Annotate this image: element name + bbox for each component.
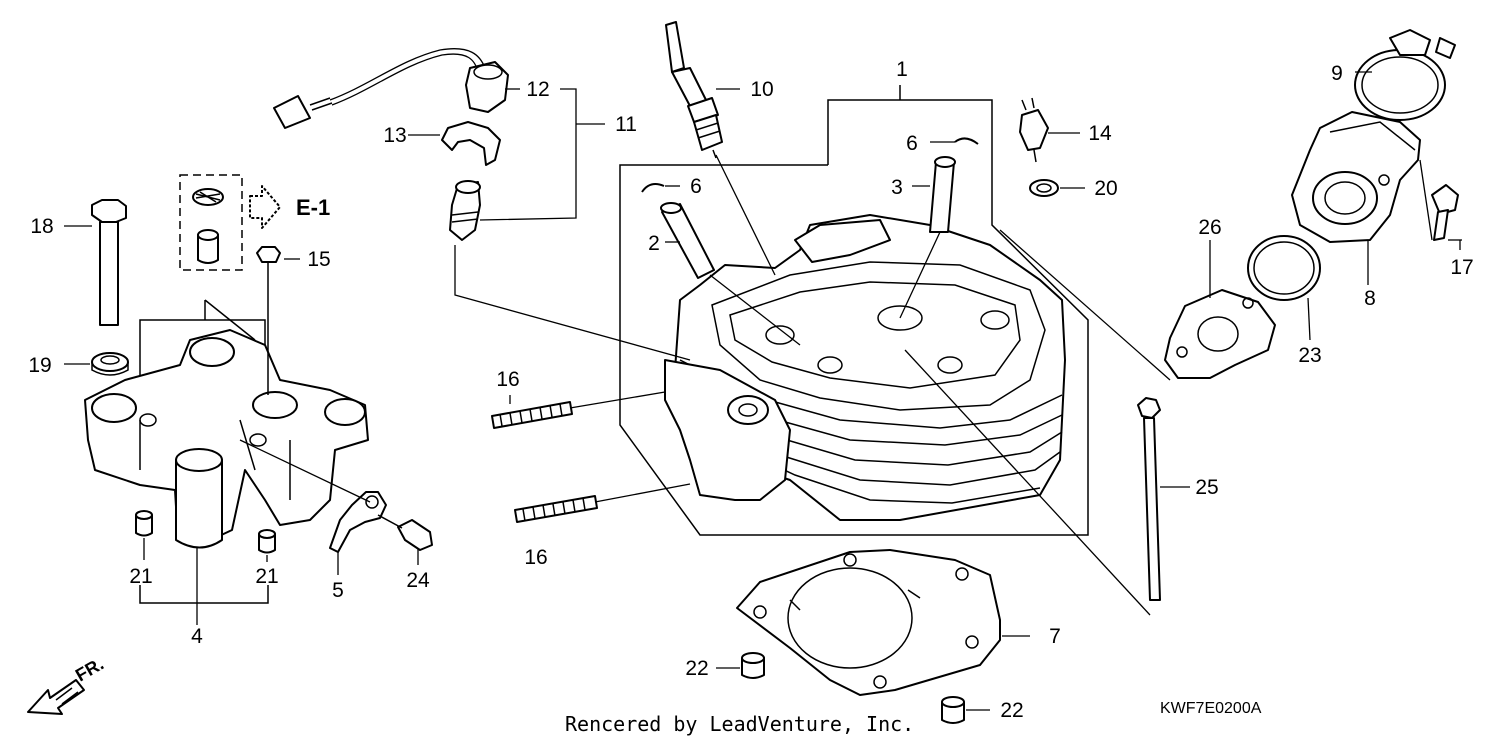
callout-11: 11 — [615, 113, 637, 136]
callout-18: 18 — [30, 215, 53, 238]
washer-19 — [91, 352, 129, 376]
stud-bolt-16b — [514, 495, 598, 523]
spark-plug-10 — [665, 21, 723, 159]
callout-20: 20 — [1094, 177, 1117, 200]
dowel-pin-22b — [941, 696, 965, 724]
bolt-15 — [256, 246, 281, 395]
valve-guide-2 — [660, 202, 715, 279]
callout-14: 14 — [1088, 122, 1112, 145]
spark-plug-cap-12 — [273, 48, 509, 129]
callout-21b: 21 — [255, 565, 278, 588]
bolt-17 — [1431, 184, 1459, 241]
callout-labels: 1 2 3 4 5 6 6 7 8 9 10 11 12 13 14 15 16… — [28, 58, 1473, 722]
dowel-pin-21a — [135, 510, 153, 537]
callout-22b: 22 — [1000, 699, 1023, 722]
callout-23: 23 — [1298, 344, 1321, 367]
guide-plate-5 — [329, 491, 387, 553]
callout-26: 26 — [1198, 216, 1221, 239]
dowel-pin-21b — [258, 529, 276, 554]
front-direction-arrow-icon — [27, 679, 85, 715]
oil-screen — [192, 188, 224, 264]
e1-arrow — [249, 185, 281, 229]
clip-6a — [641, 183, 665, 193]
callout-24: 24 — [406, 569, 430, 592]
clip-13 — [441, 121, 501, 166]
cross-reference-label: E-1 — [296, 195, 330, 220]
callout-1: 1 — [896, 58, 908, 81]
diagram-reference-code: KWF7E0200A — [1160, 700, 1262, 717]
callout-7: 7 — [1049, 625, 1061, 648]
bolt-24 — [377, 514, 433, 551]
stud-bolt-16a — [491, 401, 573, 429]
intake-insulator-8 — [1291, 111, 1421, 243]
cylinder-head-gasket-7 — [736, 549, 1001, 696]
callout-12: 12 — [526, 78, 549, 101]
callout-3: 3 — [891, 176, 903, 199]
hose-clamp-9 — [1354, 29, 1456, 121]
callout-19: 19 — [28, 354, 51, 377]
o-ring-23 — [1247, 235, 1321, 301]
callout-17: 17 — [1450, 256, 1473, 279]
washer-20 — [1029, 179, 1059, 197]
valve-guide-3 — [929, 156, 956, 233]
temperature-sensor-14 — [1019, 97, 1049, 163]
callout-22a: 22 — [685, 657, 708, 680]
long-bolt-25 — [1137, 397, 1161, 601]
callout-15: 15 — [307, 248, 330, 271]
callout-6b: 6 — [906, 132, 918, 155]
callout-16b: 16 — [524, 546, 547, 569]
callout-16a: 16 — [496, 368, 519, 391]
callout-4: 4 — [191, 625, 203, 648]
callout-10: 10 — [750, 78, 773, 101]
rocker-arm-holder — [84, 329, 369, 549]
group-outline-cylinder-head — [619, 85, 1089, 536]
callout-13: 13 — [383, 124, 406, 147]
group-outline-screen — [179, 174, 243, 271]
callout-8: 8 — [1364, 287, 1376, 310]
callout-6a: 6 — [690, 175, 702, 198]
sensor-11 — [449, 180, 481, 241]
callout-21a: 21 — [129, 565, 152, 588]
cylinder-head — [664, 214, 1066, 521]
callout-2: 2 — [648, 232, 660, 255]
callout-9: 9 — [1331, 62, 1343, 85]
insulator-gasket-26 — [1164, 289, 1276, 379]
callout-25: 25 — [1195, 476, 1218, 499]
render-credit: Rencered by LeadVenture, Inc. — [565, 712, 914, 736]
callout-5: 5 — [332, 579, 344, 602]
flange-bolt-18 — [91, 199, 127, 326]
dowel-pin-22a — [741, 652, 765, 679]
clip-6b — [954, 137, 979, 145]
leader-lines — [64, 71, 1462, 711]
